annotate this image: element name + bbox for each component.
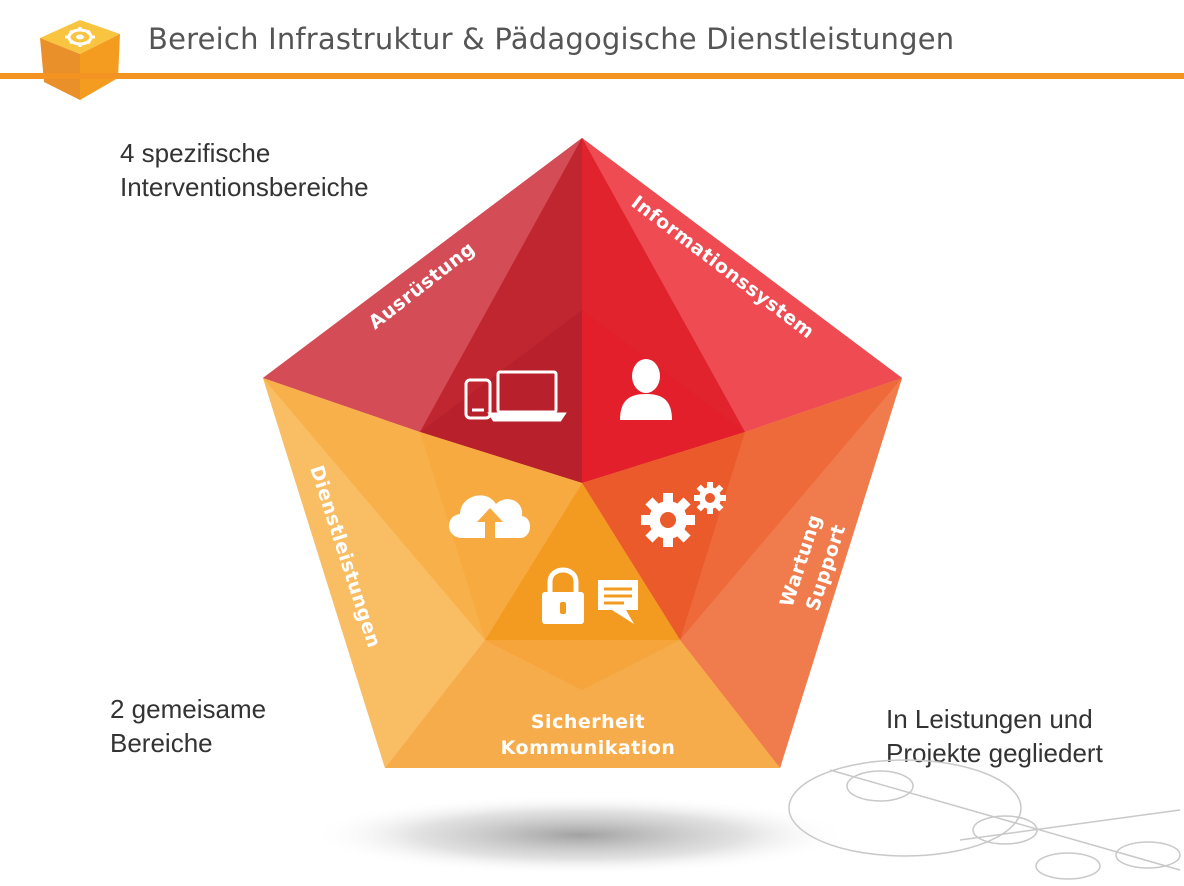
gear-cube-icon — [40, 20, 120, 100]
segment-informationssystem — [582, 138, 902, 483]
lock-icon — [542, 567, 584, 624]
note-gemeinsame-bereiche: 2 gemeisame Bereiche — [110, 694, 267, 758]
header-divider — [0, 73, 1184, 79]
pentagon-shadow — [310, 795, 850, 875]
chat-icon — [598, 580, 638, 624]
page-title: Bereich Infrastruktur & Pädagogische Die… — [148, 22, 955, 56]
label-sicherheit: Sicherheit — [531, 711, 645, 733]
devices-icon — [464, 370, 567, 422]
sketch-decoration — [788, 759, 1181, 880]
user-icon — [620, 359, 672, 420]
label-kommunikation: Kommunikation — [501, 737, 676, 759]
cloud-upload-icon — [448, 495, 531, 538]
note-interventionsbereiche: 4 spezifische Interventionsbereiche — [120, 138, 369, 202]
note-leistungen-projekte: In Leistungen und Projekte gegliedert — [886, 704, 1103, 768]
segment-ausruestung — [263, 138, 582, 483]
